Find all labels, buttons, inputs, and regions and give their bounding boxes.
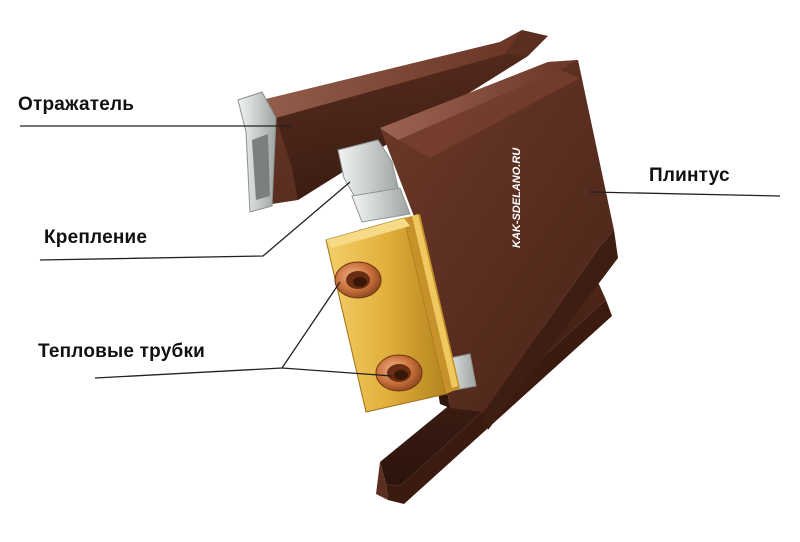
heat-pipes-leader-lower	[281, 367, 393, 377]
label-mount: Крепление	[44, 227, 148, 248]
label-reflector: Отражатель	[18, 94, 135, 115]
plinth-leader	[589, 191, 781, 197]
watermark-text: KAK-SDELANO.RU	[511, 147, 523, 248]
mount-leader	[39, 181, 351, 261]
leader-lines	[20, 125, 781, 379]
label-plinth: Плинтус	[649, 165, 730, 186]
heat-pipes-leader-upper	[94, 281, 341, 379]
heat-pipe-upper	[334, 261, 382, 299]
label-heat-pipes: Тепловые трубки	[38, 341, 206, 362]
heat-pipe-lower	[375, 354, 423, 392]
